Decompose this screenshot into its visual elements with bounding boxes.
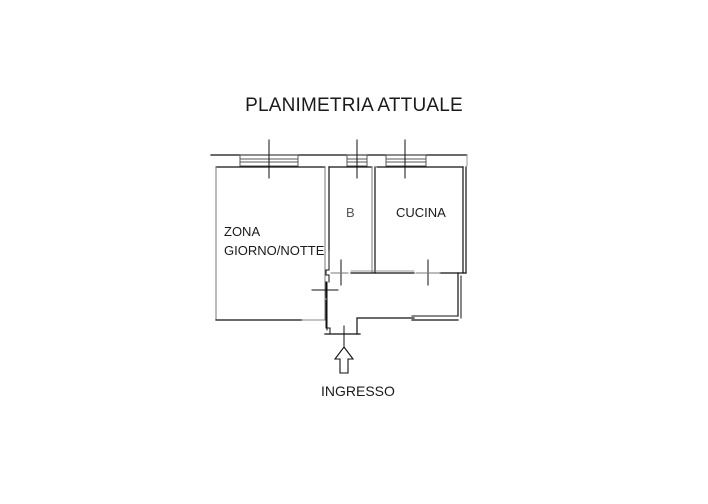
room-label-cucina: CUCINA xyxy=(396,205,446,220)
corridor-walls xyxy=(324,249,467,335)
door-markers xyxy=(311,259,441,347)
window-cucina xyxy=(385,154,427,167)
plan-title: PLANIMETRIA ATTUALE xyxy=(245,95,463,116)
arrow-up-icon xyxy=(333,346,355,374)
entrance-label: INGRESSO xyxy=(321,383,395,399)
room-label-bagno: B xyxy=(346,205,355,220)
room-label-zona: ZONA GIORNO/NOTTE xyxy=(224,222,324,260)
room-bagno-outline xyxy=(328,166,376,274)
room-zona-outline xyxy=(215,166,326,321)
room-label-zona-line1: ZONA xyxy=(224,224,261,239)
room-label-zona-line2: GIORNO/NOTTE xyxy=(224,243,325,258)
room-cucina-outline xyxy=(376,166,467,274)
